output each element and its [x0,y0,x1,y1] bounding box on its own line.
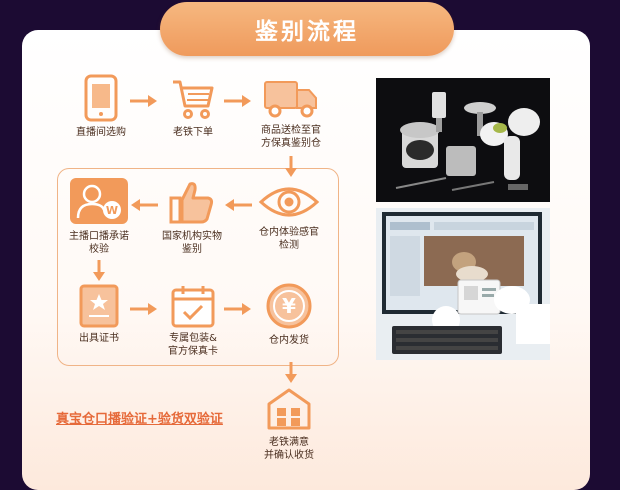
step-exclusive-package: 专属包装& 官方保真卡 [138,284,248,358]
page: 鉴别流程 直播间选购 老铁下单 商品送检至官 方保真鉴别仓 [22,2,590,490]
step-label: 专属包装& 官方保真卡 [168,333,218,357]
step-label: 仓内发货 [269,335,309,346]
thumbs-up-icon [169,182,214,224]
truck-icon [264,81,317,118]
warehouse-icon [267,388,311,430]
step-label: 老铁下单 [173,127,213,138]
arrow-left-icon [225,199,252,211]
svg-text:W: W [106,204,118,217]
arrow-right-icon [224,95,251,107]
inspection-equipment-image [376,78,550,202]
step-label: 出具证书 [79,333,119,344]
step-warehouse-shipping: ¥ 仓内发货 [234,282,344,347]
arrow-down-icon [285,362,297,383]
calendar-check-icon [171,286,215,328]
arrow-right-icon [130,95,157,107]
phone-icon [84,74,118,122]
step-label: 仓内体验感官 检测 [259,227,319,251]
step-sensory-check: 仓内体验感官 检测 [234,182,344,252]
step-label: 商品送检至官 方保真鉴别仓 [261,125,321,149]
arrow-down-icon [285,156,297,177]
arrow-left-icon [131,199,158,211]
yen-coin-icon: ¥ [266,283,312,329]
slogan-text: 真宝仓口播验证+验货双验证 [56,412,223,427]
arrow-right-icon [224,303,251,315]
arrow-down-icon [93,260,105,281]
eye-icon [258,187,320,217]
step-label: 直播间选购 [76,127,126,138]
photo-certificate-check [376,208,550,360]
step-confirm-receipt: 老铁满意 并确认收货 [234,386,344,462]
step-send-inspection: 商品送检至官 方保真鉴别仓 [236,76,346,150]
page-title: 鉴别流程 [255,19,359,45]
step-label: 主播口播承诺 校验 [69,231,129,255]
step-issue-certificate: 出具证书 [44,284,154,345]
appraisal-monitor-image [376,208,550,360]
verification-loop-outline [57,168,339,366]
cart-icon [173,80,214,119]
anchor-avatar-icon: W [70,178,128,224]
step-national-appraisal: 国家机构实物 鉴别 [137,180,247,256]
photo-gem-inspection [376,78,550,202]
step-anchor-promise: W 主播口播承诺 校验 [44,176,154,256]
step-place-order: 老铁下单 [138,76,248,139]
certificate-icon [79,284,119,328]
step-label: 老铁满意 并确认收货 [264,437,314,461]
svg-text:¥: ¥ [282,294,296,318]
step-live-selection: 直播间选购 [46,74,156,139]
step-label: 国家机构实物 鉴别 [162,231,222,255]
arrow-right-icon [130,303,157,315]
title-pill: 鉴别流程 [160,2,454,56]
